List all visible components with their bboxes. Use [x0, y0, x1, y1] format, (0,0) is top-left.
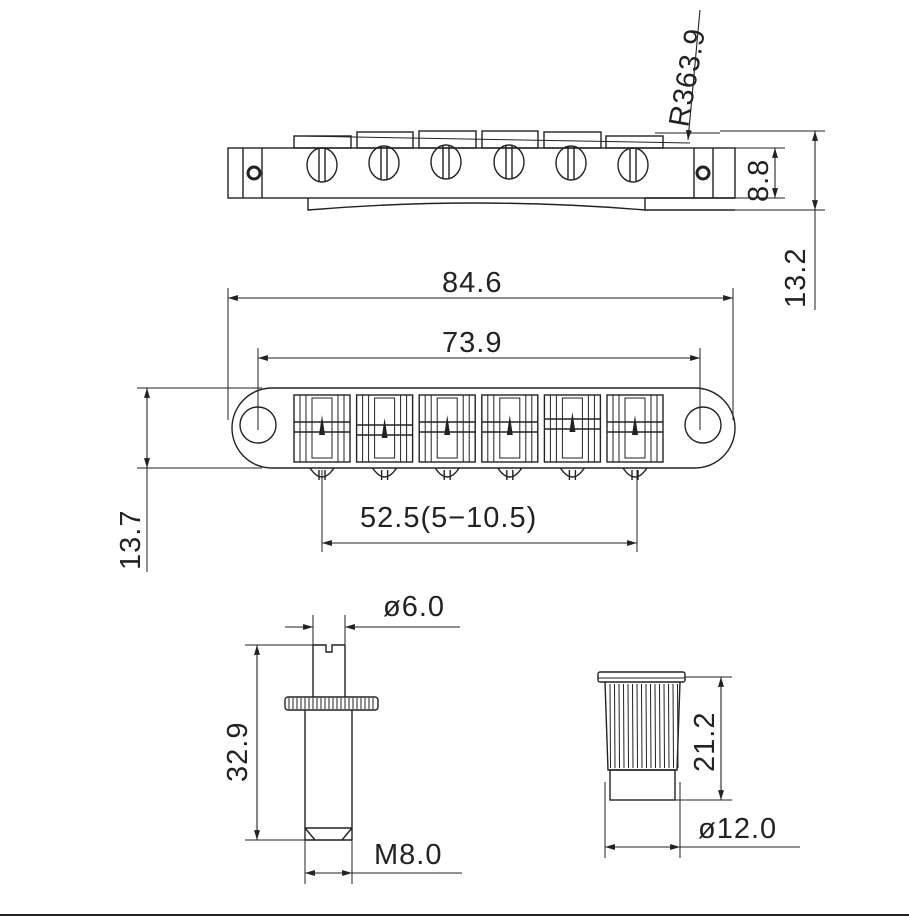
dim-total-height-label: 13.2 — [780, 248, 812, 308]
saddle-screws — [306, 144, 649, 183]
dim-post-spacing-label: 73.9 — [442, 327, 502, 359]
saddle — [355, 394, 414, 463]
dim-post-thread-label: M8.0 — [374, 839, 442, 871]
saddle — [543, 394, 602, 463]
dim-radius-label: R363.9 — [663, 26, 712, 130]
saddle-screw-head — [434, 467, 460, 480]
dim-overall-length-label: 84.6 — [442, 267, 502, 299]
saddle-screw-head — [559, 467, 585, 480]
bushing-knurl-lines — [609, 683, 679, 769]
saddle-screw-head — [372, 467, 398, 480]
saddle-screw-head — [622, 467, 648, 480]
post-drawing: ø6.0 32.9 M8.0 — [222, 591, 462, 884]
dim-post-length-label: 32.9 — [222, 722, 254, 782]
knurled-wheel — [284, 696, 379, 711]
bridge-side-view: R363.9 8.8 13.2 — [227, 9, 825, 310]
dim-string-spacing-label: 52.5(5−10.5) — [360, 502, 537, 534]
knurl-lines — [288, 698, 374, 709]
dim-bushing-length-label: 21.2 — [689, 712, 721, 772]
saddle — [481, 394, 539, 463]
saddles — [293, 394, 664, 480]
stud-screw-icon — [246, 165, 262, 181]
stud-screw-icon — [695, 165, 711, 181]
bushing-drawing: 21.2 ø12.0 — [597, 671, 800, 858]
dim-side-height-label: 8.8 — [743, 159, 775, 202]
saddle — [418, 394, 476, 463]
dim-width-label: 13.7 — [115, 510, 147, 570]
saddle — [293, 394, 351, 463]
dim-post-head-diameter-label: ø6.0 — [383, 591, 445, 623]
bridge-top-view: 84.6 73.9 13.7 52.5(5−10.5) — [115, 267, 736, 572]
saddle-screw-head — [497, 467, 523, 480]
dim-bushing-diameter-label: ø12.0 — [698, 813, 777, 845]
saddle — [606, 394, 664, 463]
